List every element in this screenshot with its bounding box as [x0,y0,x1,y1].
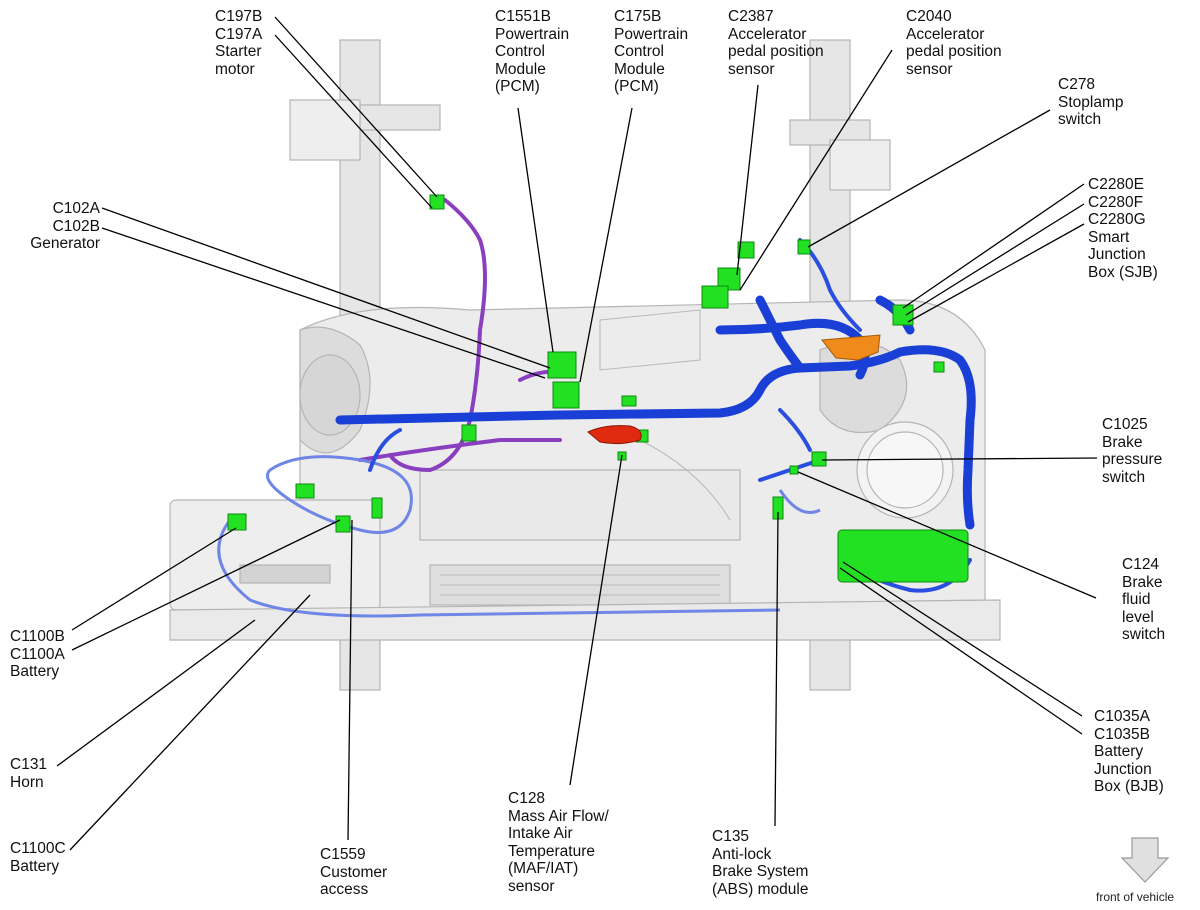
label-line: (ABS) module [712,880,809,898]
label-line: (MAF/IAT) [508,860,579,877]
label-line: Stoplamp [1058,93,1124,111]
label-c278: C278 Stoplamp switch [1058,76,1123,129]
label-c1035: C1035A C1035B Battery Junction Box (BJB) [1094,708,1164,796]
label-c1559: C1559 Customer access [320,846,387,899]
front-arrow-icon [1120,837,1170,883]
label-line: C131 [10,756,48,773]
connectors [227,194,969,583]
label-line: fluid [1122,591,1151,608]
label-line: C2280E [1088,176,1145,193]
label-c128: C128 Mass Air Flow/ Intake Air Temperatu… [508,790,609,895]
label-line: Battery [10,857,60,875]
label-line: Generator [30,235,100,252]
front-of-vehicle-caption: front of vehicle [1096,890,1175,904]
label-line: Powertrain [614,25,689,43]
label-line: C278 [1058,76,1096,93]
label-line: pressure [1102,451,1163,468]
label-line: switch [1102,468,1146,486]
label-line: Box (BJB) [1094,778,1164,795]
label-line: C1100B [10,628,65,645]
label-line: sensor [906,60,953,78]
label-line: Battery [1094,743,1144,760]
label-line: level [1122,608,1154,626]
label-line: C2280G [1088,211,1146,228]
label-line: Mass Air Flow/ [508,807,609,825]
label-line: Accelerator [728,25,807,43]
label-line: motor [215,60,255,78]
label-line: switch [1058,111,1102,128]
label-c2387: C2387 Accelerator pedal position sensor [728,8,824,78]
main-harness [335,295,976,530]
label-line: C2387 [728,8,774,25]
label-line: Brake [1102,433,1143,451]
label-c1551b: C1551B Powertrain Control Module (PCM) [495,8,569,96]
frame-details [440,309,731,596]
label-line: C1025 [1102,416,1148,433]
label-line: Junction [1088,246,1146,263]
label-line: C1100A [10,645,65,663]
label-line: Accelerator [906,25,985,43]
label-line: C1100C [10,840,66,857]
label-line: Anti-lock [712,845,772,863]
label-line: C197B [215,8,263,25]
label-c2040: C2040 Accelerator pedal position sensor [906,8,1002,78]
label-line: Intake Air [508,825,573,842]
label-line: switch [1122,626,1166,643]
label-line: C197A [215,25,263,43]
label-line: C2280F [1088,193,1144,211]
label-line: C128 [508,790,546,807]
label-c102: C102A C102B Generator [12,200,100,253]
label-line: C2040 [906,8,952,25]
label-line: C124 [1122,556,1160,573]
label-line: access [320,881,369,898]
label-line: C1035A [1094,708,1151,725]
label-line: Control [614,43,664,60]
sjb-housing [821,334,881,361]
maf-sensor [587,425,642,445]
label-c131: C131 Horn [10,756,47,791]
label-line: Module [495,60,546,78]
label-c124: C124 Brake fluid level switch [1122,556,1165,644]
label-c1100ab: C1100B C1100A Battery [10,628,65,681]
label-line: C1551B [495,8,552,25]
label-line: C102A [52,200,100,217]
label-line: (PCM) [495,78,540,95]
label-c175b: C175B Powertrain Control Module (PCM) [614,8,688,96]
label-c197: C197B C197A Starter motor [215,8,262,78]
label-line: Box (SJB) [1088,263,1158,281]
label-line: Battery [10,663,60,680]
label-line: C175B [614,8,662,25]
label-c135: C135 Anti-lock Brake System (ABS) module [712,828,808,898]
thin-harness [217,455,821,618]
label-c2280: C2280E C2280F C2280G Smart Junction Box … [1088,176,1158,281]
label-line: C1559 [320,846,366,863]
label-line: Smart [1088,228,1130,246]
label-line: sensor [728,60,775,78]
leader-lines [56,16,1098,851]
label-line: Junction [1094,760,1152,778]
label-line: Horn [10,773,44,791]
label-line: C135 [712,828,750,845]
label-line: Brake System [712,863,809,880]
label-line: Brake [1122,573,1163,591]
label-c1025: C1025 Brake pressure switch [1102,416,1162,486]
label-line: Customer [320,863,388,881]
label-c1100c: C1100C Battery [10,840,66,875]
label-line: C102B [52,217,100,235]
label-line: sensor [508,877,555,895]
label-line: Module [614,60,665,78]
vehicle-frame [169,39,1001,691]
label-line: Control [495,43,545,60]
label-line: Temperature [508,842,596,860]
label-line: (PCM) [614,78,659,95]
label-line: pedal position [728,43,824,60]
label-line: pedal position [906,43,1002,60]
label-line: C1035B [1094,725,1151,743]
label-line: Starter [215,43,262,60]
label-line: Powertrain [495,25,570,43]
